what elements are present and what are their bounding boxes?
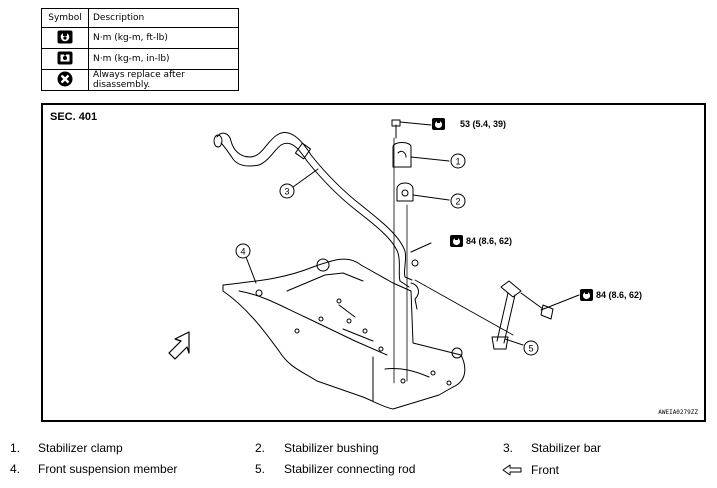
legend-label: Stabilizer bushing bbox=[284, 441, 379, 455]
front-arrow-icon bbox=[502, 464, 522, 476]
torque-label-connecting-rod: 84 (8.6, 62) bbox=[596, 290, 643, 300]
legend-number: 1. bbox=[10, 441, 21, 455]
front-suspension-member bbox=[222, 258, 466, 410]
description-column-header: Description bbox=[88, 8, 239, 28]
torque-wrench-nm-kgm-ftlb-icon bbox=[57, 30, 73, 43]
svg-text:1: 1 bbox=[455, 157, 460, 167]
callout-3: 3 bbox=[279, 183, 295, 199]
callout-2: 2 bbox=[450, 193, 466, 209]
legend-label: Stabilizer bar bbox=[531, 441, 602, 455]
svg-text:2: 2 bbox=[455, 197, 460, 207]
symbol-cell bbox=[41, 69, 89, 91]
legend-number: 5. bbox=[255, 462, 266, 476]
symbol-row: N·m (kg-m, ft-lb) bbox=[41, 27, 239, 49]
symbol-row: Always replace after disassembly. bbox=[41, 69, 239, 91]
symbol-row: N·m (kg-m, in-lb) bbox=[41, 48, 239, 70]
symbol-table: Symbol Description N·m (kg-m, ft-lb) N·m… bbox=[41, 8, 239, 91]
symbol-cell bbox=[41, 48, 89, 70]
symbol-column-header: Symbol bbox=[41, 8, 89, 28]
always-replace-icon bbox=[57, 71, 73, 86]
stabilizer-diagram: 1 2 3 4 5 bbox=[168, 118, 593, 410]
diagram-frame: SEC. 401 bbox=[41, 103, 706, 422]
callout-5: 5 bbox=[523, 340, 539, 356]
front-label: Front bbox=[531, 463, 560, 477]
svg-text:3: 3 bbox=[284, 187, 289, 197]
svg-text:4: 4 bbox=[240, 247, 245, 257]
description-cell: Always replace after disassembly. bbox=[88, 69, 239, 91]
callout-4: 4 bbox=[235, 243, 251, 259]
description-cell: N·m (kg-m, ft-lb) bbox=[88, 27, 239, 49]
front-direction-arrow bbox=[168, 331, 190, 360]
legend-number: 2. bbox=[255, 441, 266, 455]
torque-wrench-nm-kgm-inlb-icon bbox=[57, 51, 73, 64]
stabilizer-clamp bbox=[391, 119, 412, 168]
section-label: SEC. 401 bbox=[50, 111, 98, 123]
legend-label: Stabilizer clamp bbox=[38, 441, 123, 455]
torque-label-bar-link: 84 (8.6, 62) bbox=[466, 236, 513, 246]
legend-label: Front suspension member bbox=[38, 462, 178, 476]
stabilizer-bar bbox=[213, 132, 413, 288]
symbol-table-header: Symbol Description bbox=[41, 8, 239, 28]
torque-icon bbox=[432, 118, 445, 130]
stabilizer-connecting-rod bbox=[491, 280, 554, 350]
legend-number: 3. bbox=[503, 441, 514, 455]
callout-1: 1 bbox=[450, 153, 466, 169]
torque-icon bbox=[580, 289, 593, 301]
reference-code: AWEIA0279ZZ bbox=[658, 409, 698, 416]
torque-icon bbox=[450, 235, 463, 247]
legend-label: Stabilizer connecting rod bbox=[284, 462, 416, 476]
legend-number: 4. bbox=[10, 462, 21, 476]
svg-text:5: 5 bbox=[528, 344, 533, 354]
description-cell: N·m (kg-m, in-lb) bbox=[88, 48, 239, 70]
stabilizer-bushing bbox=[396, 182, 414, 202]
symbol-cell bbox=[41, 27, 89, 49]
torque-label-clamp-bolt: 53 (5.4, 39) bbox=[460, 119, 507, 129]
